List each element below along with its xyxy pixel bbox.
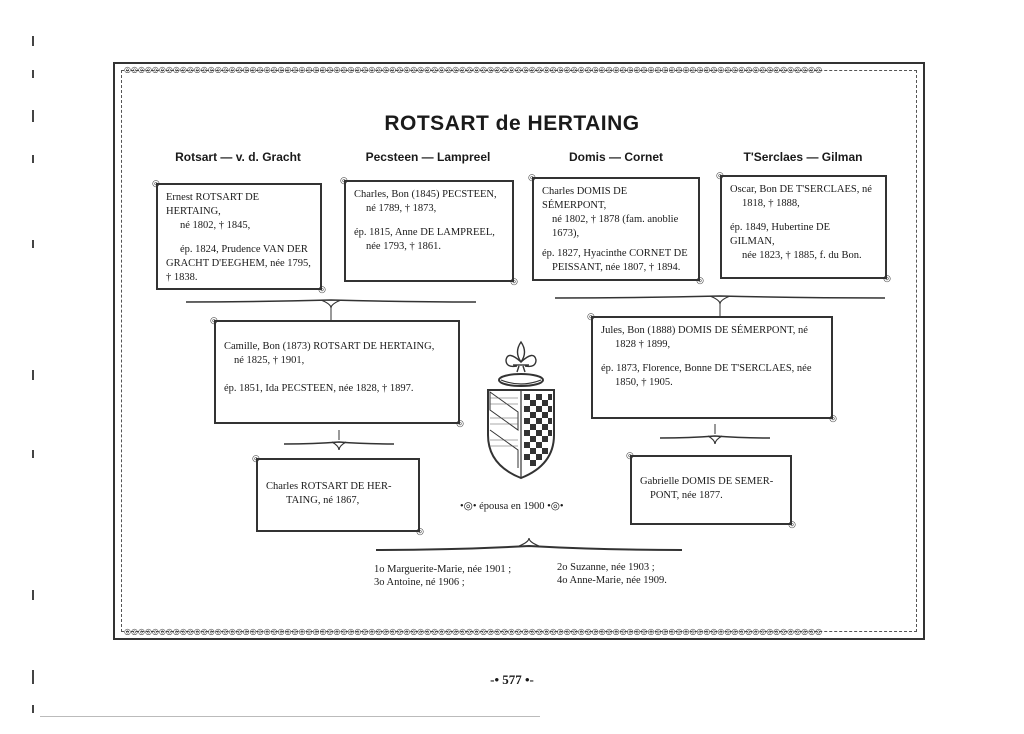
family-heading-rotsart: Rotsart — v. d. Gracht [175,150,301,164]
children-list-right: 2o Suzanne, née 1903 ; 4o Anne-Marie, né… [557,561,667,587]
pecsteen-lampreel-box: Charles, Bon (1845) PECSTEEN, né 1789, †… [340,176,518,286]
scan-edge-line [40,716,540,717]
page-border [113,62,925,640]
tserclaes-gilman-box: Oscar, Bon DE T'SERCLAES, né 1818, † 188… [716,171,891,283]
children-list-left: 1o Marguerite-Marie, née 1901 ; 3o Antoi… [374,563,511,589]
child-1: 1o Marguerite-Marie, née 1901 ; [374,564,512,575]
connector-jules-gabrielle [660,424,770,445]
bottom-ornament: ◎◎◎◎◎◎◎◎◎◎◎◎◎◎◎◎◎◎◎◎◎◎◎◎◎◎◎◎◎◎◎◎◎◎◎◎◎◎◎◎… [124,628,823,636]
family-heading-pecsteen: Pecsteen — Lampreel [365,150,491,164]
charles-box: Charles ROTSART DE HER- TAING, né 1867, [252,454,424,536]
marriage-note: •◎• épousa en 1900 •◎• [460,501,564,512]
children-brace [376,538,682,551]
domis-cornet-box: Charles DOMIS DE SÉMERPONT, né 1802, † 1… [528,173,704,285]
gabrielle-box: Gabrielle DOMIS DE SEMER- PONT, née 1877… [626,451,796,529]
family-heading-domis: Domis — Cornet [568,150,663,164]
connector-rotsart-pecsteen [186,299,476,320]
page-number: -• 577 •- [490,672,534,687]
child-2: 2o Suzanne, née 1903 ; [557,562,655,573]
connector-camille-charles [284,430,394,451]
margin-marks [32,30,38,713]
camille-box: Camille, Bon (1873) ROTSART DE HERTAING,… [210,316,464,428]
coat-of-arms-icon [487,340,555,480]
page-title: ROTSART de HERTAING [384,112,640,135]
top-ornament: ◎◎◎◎◎◎◎◎◎◎◎◎◎◎◎◎◎◎◎◎◎◎◎◎◎◎◎◎◎◎◎◎◎◎◎◎◎◎◎◎… [124,66,823,74]
child-4: 4o Anne-Marie, née 1909. [557,575,667,586]
child-3: 3o Antoine, né 1906 ; [374,577,465,588]
connector-domis-tserclaes [555,295,885,316]
rotsart-vandergracht-box: Ernest ROTSART DE HERTAING, né 1802, † 1… [152,179,326,294]
fleur-de-lis-icon [505,340,537,373]
ornament-right: •◎• [547,501,564,512]
family-heading-tserclaes: T'Serclaes — Gilman [743,150,863,164]
jules-box: Jules, Bon (1888) DOMIS DE SÉMERPONT, né… [587,312,837,423]
ornament-left: •◎• [460,501,480,512]
